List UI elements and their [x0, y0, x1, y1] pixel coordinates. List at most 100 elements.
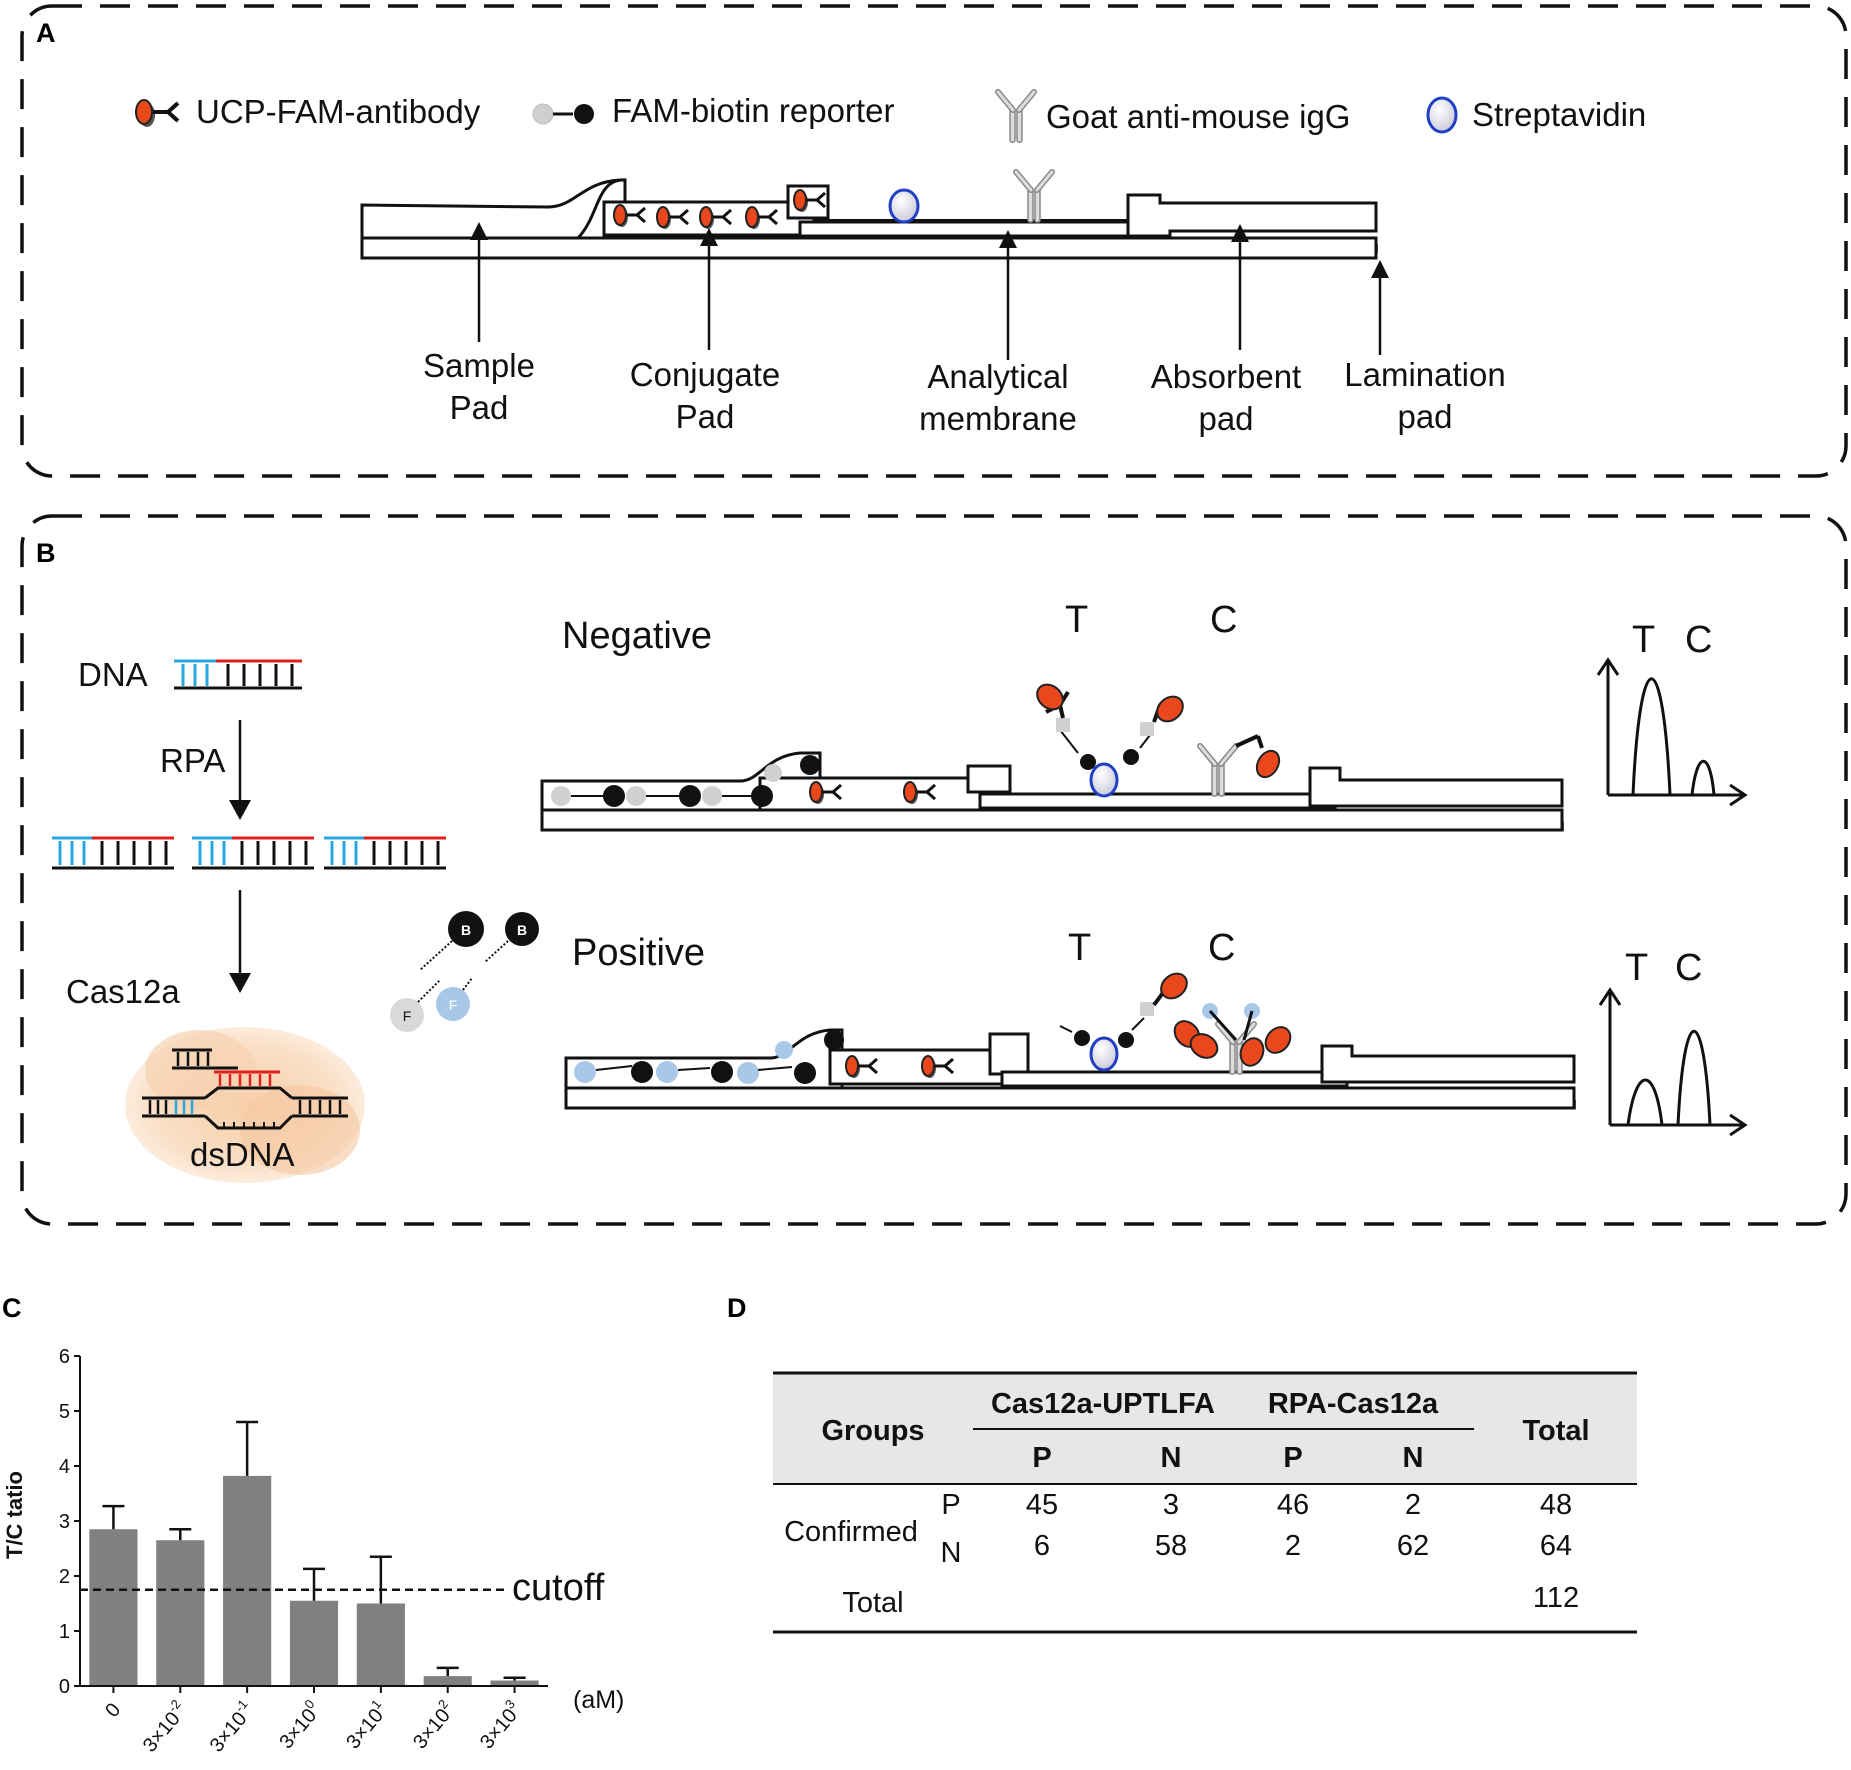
- y-tick-label: 6: [59, 1346, 70, 1368]
- dna-label: DNA: [78, 656, 148, 693]
- rpa-label: RPA: [160, 742, 225, 779]
- bar: [356, 1603, 405, 1686]
- table-cell: 46: [1277, 1489, 1309, 1521]
- cas12a-label: Cas12a: [66, 973, 180, 1010]
- panel-d-letter: D: [727, 1293, 747, 1323]
- table-total-row-label: Total: [842, 1587, 903, 1619]
- x-tick-label: 3×10-2: [136, 1697, 192, 1757]
- fam-letter-2: F: [449, 997, 458, 1013]
- negative-plot-t-label: T: [1632, 619, 1655, 661]
- label-analytical-membrane-1: Analytical: [927, 358, 1068, 395]
- bar: [289, 1600, 339, 1686]
- positive-control-line-complex: [1173, 1003, 1292, 1074]
- bar: [89, 1529, 138, 1686]
- label-conjugate-pad-1: Conjugate: [630, 356, 780, 393]
- goat-ab-control-line-icon: [1016, 172, 1052, 222]
- table-grand-total: 112: [1533, 1582, 1579, 1614]
- cleaved-reporter-icons: B B F F: [390, 911, 539, 1032]
- negative-control-line-complex: [1200, 734, 1281, 796]
- label-sample-pad-2: Pad: [450, 389, 509, 426]
- table-header-method1: Cas12a-UPTLFA: [991, 1388, 1215, 1420]
- legend-label-goat-anti-mouse-igg: Goat anti-mouse igG: [1046, 98, 1350, 135]
- positive-reporters: [574, 1030, 844, 1084]
- dsdna-label: dsDNA: [190, 1136, 295, 1173]
- bars: [80, 1420, 539, 1686]
- y-tick-label: 0: [59, 1676, 70, 1698]
- bar: [223, 1475, 272, 1686]
- negative-c-label: C: [1210, 599, 1237, 641]
- label-analytical-membrane-2: membrane: [919, 400, 1077, 437]
- label-lamination-pad-2: pad: [1397, 398, 1452, 435]
- label-absorbent-pad-1: Absorbent: [1151, 358, 1301, 395]
- table-cell: 6: [1034, 1530, 1050, 1562]
- panel-a-letter: A: [36, 18, 56, 48]
- negative-t-label: T: [1065, 599, 1088, 641]
- panel-b-border: [20, 514, 1848, 1226]
- strip-labels: Sample Pad Conjugate Pad Analytical memb…: [423, 347, 1506, 437]
- table-cell: 45: [1026, 1489, 1058, 1521]
- lamination-pad: [360, 236, 1378, 260]
- chart-x-unit: (aM): [573, 1686, 624, 1714]
- table-subheader-p2: P: [1283, 1442, 1302, 1474]
- dna-icon: [174, 659, 302, 690]
- panel-b: B DNA RPA: [20, 514, 1848, 1226]
- table-header-groups: Groups: [821, 1415, 924, 1447]
- legend: UCP-FAM-antibody FAM-biotin reporter Goa…: [134, 92, 1646, 142]
- table-cell: 2: [1405, 1489, 1421, 1521]
- x-tick-label: 3×103: [473, 1697, 527, 1754]
- fam-biotin-reporter-icon: [532, 103, 594, 125]
- negative-plot-c-label: C: [1685, 619, 1712, 661]
- bar: [490, 1680, 539, 1686]
- negative-signal-plot: T C: [1596, 619, 1748, 807]
- positive-signal-plot: T C: [1598, 947, 1748, 1137]
- legend-label-fam-biotin-reporter: FAM-biotin reporter: [612, 92, 894, 129]
- fam-letter-1: F: [403, 1008, 412, 1024]
- positive-label: Positive: [572, 932, 705, 974]
- analytical-membrane: [798, 220, 1172, 238]
- y-tick-label: 1: [59, 1621, 70, 1643]
- rpa-arrow: [229, 800, 251, 820]
- x-tick-label: 3×102: [406, 1697, 460, 1754]
- goat-anti-mouse-igg-icon: [998, 92, 1034, 142]
- y-tick-label: 2: [59, 1566, 70, 1588]
- table-cell-total: 48: [1540, 1489, 1572, 1521]
- label-conjugate-pad-2: Pad: [676, 398, 735, 435]
- table-cell-total: 64: [1540, 1530, 1572, 1562]
- positive-test-line-complex: [1059, 972, 1188, 1072]
- panel-a: A UCP-FAM-antibody FAM-biotin reporter G…: [20, 4, 1848, 478]
- streptavidin-test-line-icon: [888, 188, 920, 224]
- table-row-label-n: N: [941, 1537, 962, 1569]
- positive-plot-c-label: C: [1675, 947, 1702, 989]
- lateral-flow-strip: [360, 172, 1378, 260]
- biotin-letter-1: B: [461, 922, 471, 938]
- table-cell: 2: [1285, 1530, 1301, 1562]
- table-subheader-n2: N: [1403, 1442, 1424, 1474]
- y-tick-label: 5: [59, 1401, 70, 1423]
- panel-c-letter: C: [2, 1293, 22, 1323]
- positive-strip: Positive T C: [564, 927, 1748, 1137]
- negative-reporters: [551, 755, 820, 807]
- panel-a-border: [20, 4, 1848, 478]
- label-absorbent-pad-2: pad: [1198, 400, 1253, 437]
- label-lamination-pad-1: Lamination: [1344, 356, 1505, 393]
- cutoff-label: cutoff: [512, 1567, 605, 1609]
- negative-label: Negative: [562, 615, 712, 657]
- table-header-method2: RPA-Cas12a: [1268, 1388, 1439, 1420]
- table-subheader-p1: P: [1032, 1442, 1051, 1474]
- biotin-letter-2: B: [517, 922, 527, 938]
- legend-label-ucp-fam-antibody: UCP-FAM-antibody: [196, 93, 481, 130]
- table-cell: 58: [1155, 1530, 1187, 1562]
- positive-plot-t-label: T: [1625, 947, 1648, 989]
- results-table: Groups Cas12a-UPTLFA RPA-Cas12a Total P …: [773, 1371, 1637, 1634]
- positive-t-label: T: [1068, 927, 1091, 969]
- y-tick-label: 4: [59, 1456, 70, 1478]
- amplified-dna-icons: [52, 836, 446, 870]
- table-row-group-confirmed: Confirmed: [784, 1516, 918, 1548]
- table-cell: 3: [1163, 1489, 1179, 1521]
- streptavidin-icon: [1426, 96, 1458, 134]
- absorbent-pad: [1126, 193, 1378, 238]
- negative-strip: Negative T C: [540, 599, 1748, 832]
